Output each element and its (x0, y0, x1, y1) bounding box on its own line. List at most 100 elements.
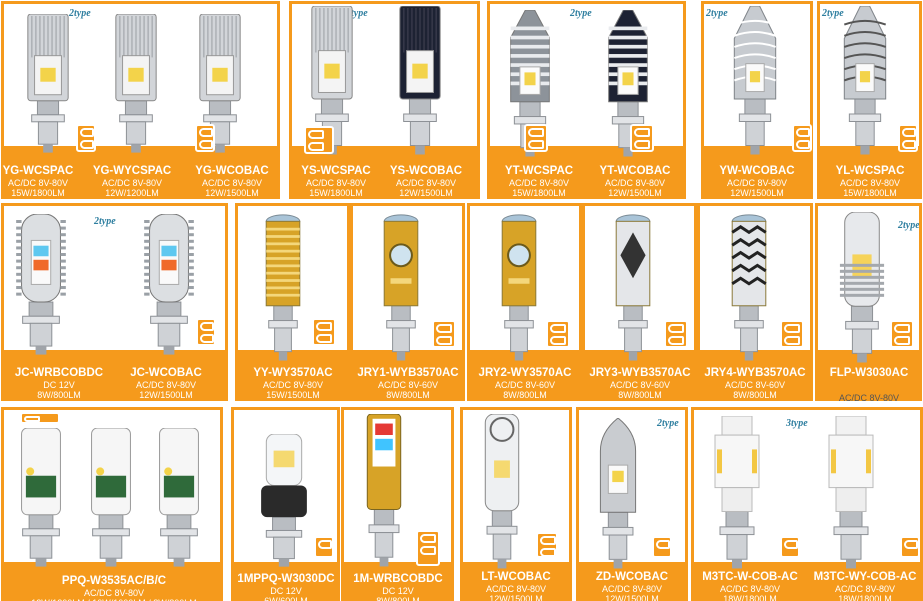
product-power: 15W/1800LM (512, 187, 566, 198)
headlight-icon (420, 546, 436, 555)
caption-band (353, 350, 462, 398)
product-voltage: AC/DC 8V-80V (838, 392, 900, 403)
product-name: JC-WCOBAC (130, 367, 202, 379)
product-power: 12W/1200LM / 10W/1000LM / 8W/800LM (4, 598, 224, 601)
led-bulb-image (112, 13, 160, 154)
product-voltage: AC/DC 8V-60V (494, 379, 556, 390)
caption-band (4, 350, 225, 398)
product-voltage: DC 12V (43, 379, 75, 390)
beam-mode-icon (630, 124, 654, 152)
type-watermark: 2type (94, 216, 116, 227)
product-voltage: AC/DC 8V-80V (839, 177, 901, 188)
product-voltage: DC 12V (382, 585, 414, 596)
led-bulb-image (14, 213, 68, 356)
led-bulb-image (732, 5, 778, 156)
type-watermark: 2type (822, 8, 844, 19)
product-name: LT-WCOBAC (481, 571, 551, 583)
headlight-icon (199, 140, 213, 149)
product-voltage: AC/DC 8V-80V (508, 177, 570, 188)
led-bulb-image (24, 13, 72, 154)
beam-mode-icon (780, 536, 800, 558)
product-power: 8W/800LM (503, 389, 547, 400)
product-name: YS-WCSPAC (301, 165, 371, 177)
product-voltage: AC/DC 8V-80V (601, 583, 663, 594)
product-power: 18W/1800LM (838, 593, 892, 601)
caption-band (238, 350, 347, 398)
headlight-icon (199, 128, 213, 137)
led-bulb-image (380, 214, 422, 362)
product-name: ZD-WCOBAC (595, 571, 669, 583)
led-bulb-image (826, 415, 876, 570)
product-power: 12W/1500LM (399, 187, 453, 198)
headlight-icon (634, 140, 650, 149)
product-voltage: AC/DC 8V-80V (83, 587, 145, 598)
beam-mode-icon (76, 124, 96, 152)
product-name: JRY2-WY3570AC (478, 367, 572, 379)
caption-band (585, 350, 694, 398)
led-bulb-image (396, 5, 444, 156)
caption-band (4, 146, 277, 196)
caption-band (579, 562, 685, 598)
product-name: JRY1-WYB3570AC (357, 367, 459, 379)
headlight-icon (436, 336, 452, 345)
headlight-icon (894, 324, 910, 333)
headlight-icon (904, 540, 918, 549)
beam-mode-icon (900, 536, 920, 558)
product-voltage: AC/DC 8V-80V (719, 583, 781, 594)
headlight-icon (316, 322, 332, 331)
product-voltage: AC/DC 8V-80V (262, 379, 324, 390)
product-power: 8W/800LM (376, 595, 420, 601)
product-name: PPQ-W3535AC/B/C (61, 575, 167, 587)
product-name: YY-WY3570AC (253, 367, 333, 379)
product-power: 15W/1800LM (11, 187, 65, 198)
headlight-icon (528, 140, 544, 149)
headlight-icon (318, 540, 332, 549)
led-bulb-image (258, 433, 310, 568)
led-bulb-image (612, 214, 654, 362)
product-voltage: AC/DC 8V-80V (604, 177, 666, 188)
beam-mode-icon (314, 536, 334, 558)
type-watermark: 2type (898, 220, 920, 231)
led-bulb-image (728, 214, 770, 362)
headlight-icon (668, 336, 684, 345)
beam-mode-icon (664, 320, 688, 348)
beam-mode-icon (898, 124, 918, 152)
headlight-icon (80, 128, 94, 137)
headlight-icon (668, 324, 684, 333)
product-power: 8W/800LM (618, 389, 662, 400)
caption-band (470, 350, 579, 398)
caption-band (344, 562, 451, 598)
product-power: 12W/1500LM (139, 389, 193, 400)
beam-mode-icon (20, 412, 60, 424)
headlight-icon (528, 128, 544, 137)
product-voltage: AC/DC 8V-80V (305, 177, 367, 188)
headlight-icon (784, 324, 800, 333)
led-bulb-image (14, 427, 68, 568)
headlight-icon (436, 324, 452, 333)
product-name: 1MPPQ-W3030DC (237, 573, 335, 585)
beam-mode-icon (652, 536, 672, 558)
product-voltage: AC/DC 8V-80V (485, 583, 547, 594)
product-name: YG-WYCSPAC (92, 165, 172, 177)
led-bulb-image (842, 5, 888, 156)
product-name: M3TC-W-COB-AC (702, 571, 798, 583)
product-voltage: AC/DC 8V-80V (395, 177, 457, 188)
product-name: YT-WCSPAC (504, 165, 574, 177)
product-name: YG-WCSPAC (2, 165, 74, 177)
headlight-icon (308, 142, 324, 151)
led-bulb-image (596, 417, 640, 570)
product-power: 15W/1800LM (843, 187, 897, 198)
